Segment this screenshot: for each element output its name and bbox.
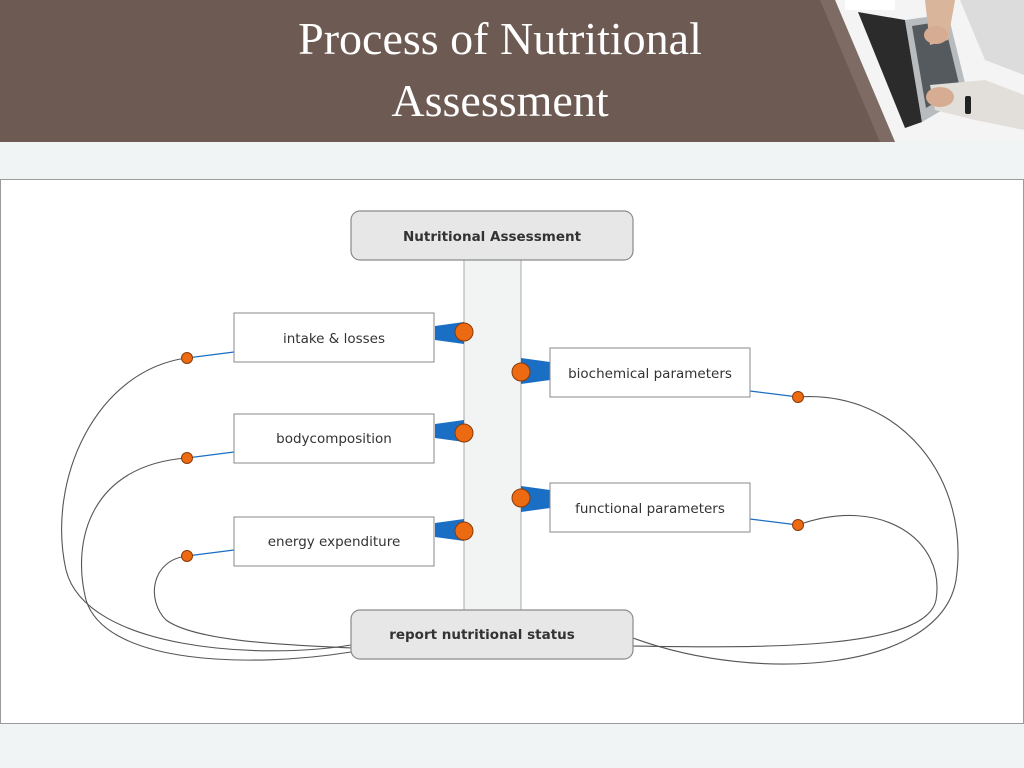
page-title-line-1: Process of Nutritional — [298, 13, 702, 64]
pillar-dot-energy — [454, 521, 474, 541]
feedback-curves — [61, 357, 959, 665]
node-nutritional-assessment-label: Nutritional Assessment — [403, 229, 582, 245]
pillar-dot-functional — [511, 488, 531, 508]
endpoint-dot-energy — [181, 550, 193, 562]
leader-line-biochemical — [749, 390, 799, 398]
feedback-curve-functional — [632, 515, 938, 648]
pillar-dot-intake — [454, 322, 474, 342]
pillar-dot-biochemical — [511, 362, 531, 382]
laptop-photo-icon — [820, 0, 1024, 142]
leader-line-functional — [749, 518, 799, 526]
page-title: Process of Nutritional Assessment — [170, 8, 830, 132]
title-banner: Process of Nutritional Assessment — [0, 0, 1024, 142]
diagram-panel: Nutritional Assessment report nutritiona… — [0, 179, 1024, 724]
node-energy-expenditure-label: energy expenditure — [268, 534, 401, 550]
node-bodycomposition — [233, 413, 435, 464]
feedback-curve-bodycomposition — [80, 457, 352, 661]
process-diagram: Nutritional Assessment report nutritiona… — [61, 210, 959, 665]
leader-line-energy — [186, 549, 235, 557]
endpoint-dot-biochemical — [792, 391, 804, 403]
pillar-dot-bodycomposition — [454, 423, 474, 443]
leader-lines — [186, 351, 799, 557]
node-bodycomposition-label: bodycomposition — [276, 431, 392, 447]
node-energy-expenditure — [233, 516, 435, 567]
pillar-dots — [454, 322, 531, 541]
node-intake-losses — [233, 312, 435, 363]
node-nutritional-assessment — [350, 210, 634, 261]
node-report-nutritional-status-label: report nutritional status — [389, 627, 575, 643]
node-report-nutritional-status — [350, 609, 634, 660]
node-functional-parameters — [549, 482, 751, 533]
node-intake-losses-label: intake & losses — [283, 331, 385, 347]
node-biochemical-parameters — [549, 347, 751, 398]
feedback-curve-energy — [153, 555, 352, 649]
leader-line-intake — [186, 351, 235, 359]
endpoint-dot-intake — [181, 352, 193, 364]
leader-line-bodycomposition — [186, 451, 235, 459]
endpoint-dot-functional — [792, 519, 804, 531]
node-functional-parameters-label: functional parameters — [575, 501, 725, 517]
node-biochemical-parameters-label: biochemical parameters — [568, 366, 732, 382]
page-title-line-2: Assessment — [391, 75, 609, 126]
endpoint-dot-bodycomposition — [181, 452, 193, 464]
feedback-curve-biochemical — [632, 396, 959, 665]
endpoint-dots — [181, 352, 804, 562]
feedback-curve-intake — [61, 357, 352, 652]
